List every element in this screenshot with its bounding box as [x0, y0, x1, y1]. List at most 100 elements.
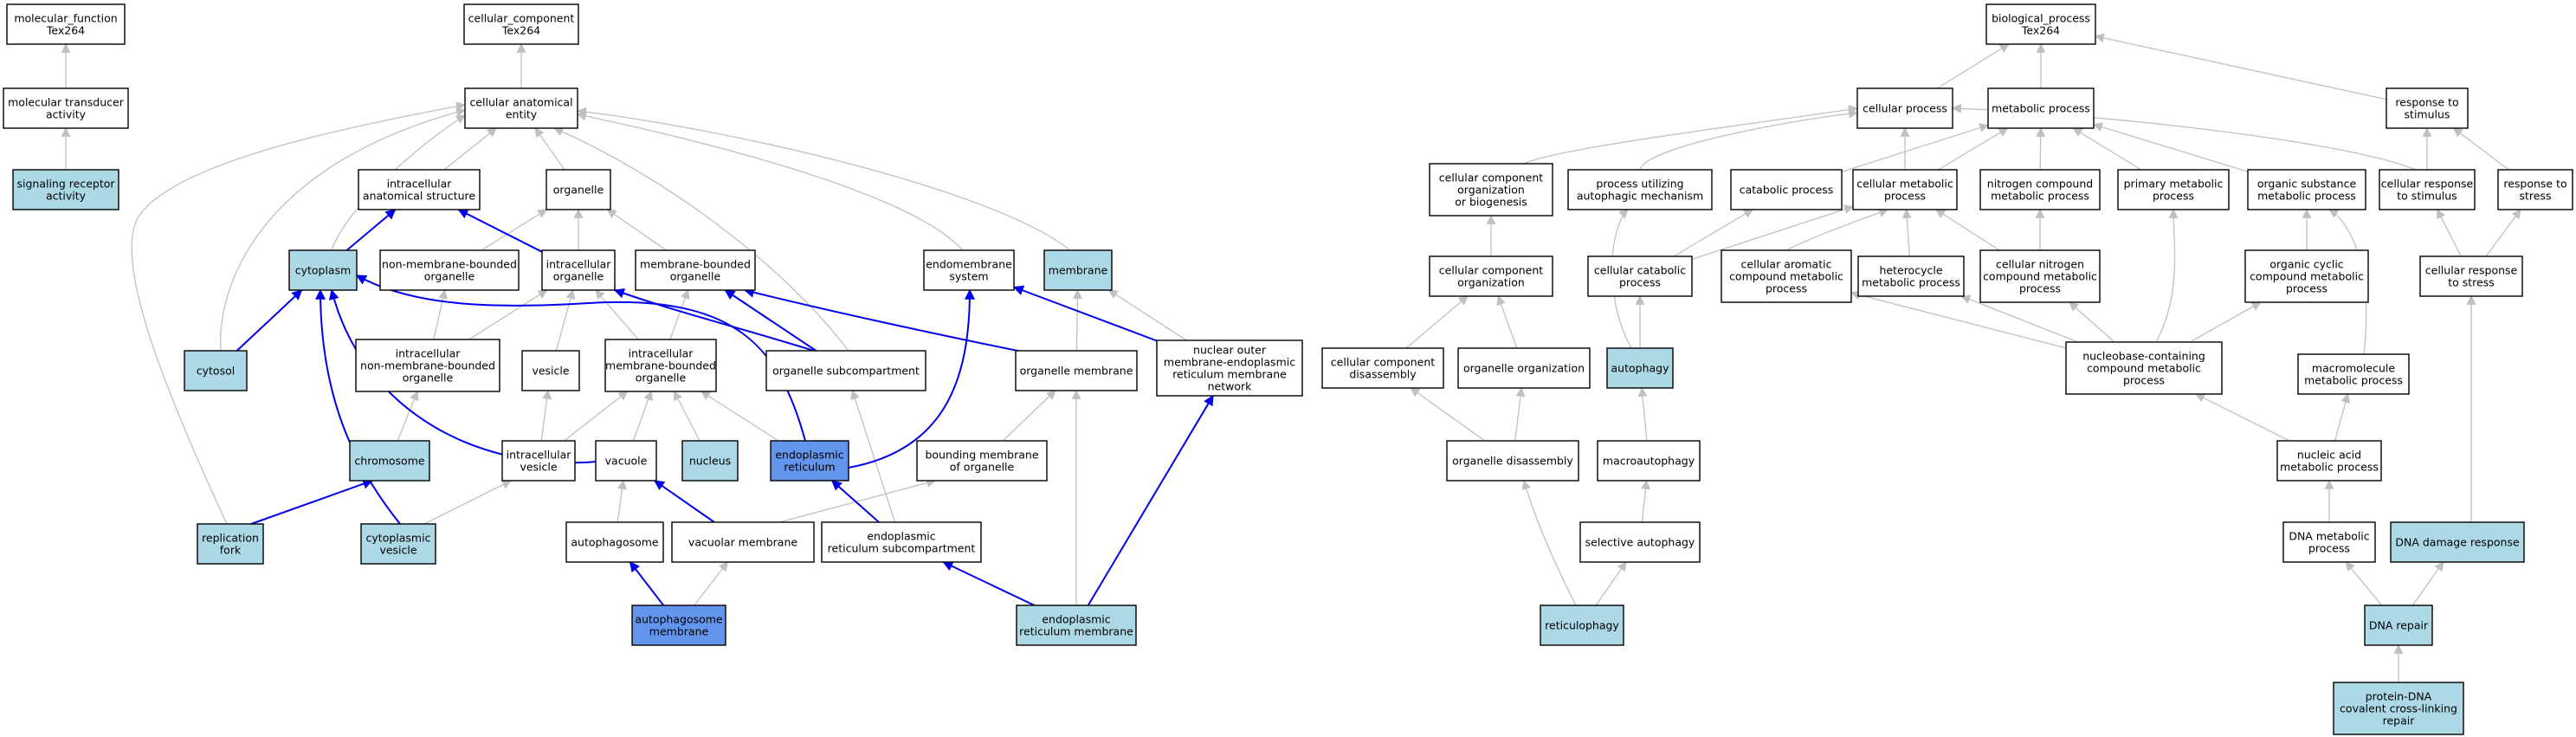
node-box [1857, 255, 1965, 297]
node-org-organization[interactable]: organelle organization [1457, 347, 1591, 389]
node-autophagosome[interactable]: autophagosome [565, 521, 664, 563]
node-cytosol[interactable]: cytosol [184, 350, 248, 391]
node-box [565, 521, 664, 563]
node-label-line: metabolic process [2304, 374, 2403, 387]
node-cytoplasm[interactable]: cytoplasm [288, 249, 358, 291]
node-box [463, 3, 579, 45]
node-label-line: metabolic process [1862, 276, 1960, 289]
node-box [288, 249, 358, 291]
node-selective-autophagy[interactable]: selective autophagy [1579, 521, 1701, 563]
node-label-line: intracellular [507, 449, 572, 462]
node-label-line: biological_process [1992, 12, 2090, 25]
node-org-membrane[interactable]: organelle membrane [1015, 350, 1138, 391]
node-dna-repair[interactable]: DNA repair [2364, 604, 2433, 646]
node-chromosome[interactable]: chromosome [349, 440, 430, 482]
node-org-subcomp[interactable]: organelle subcompartment [765, 350, 926, 391]
node-nucleus[interactable]: nucleus [681, 440, 739, 482]
node-label-line: molecular transducer [8, 96, 125, 109]
node-vesicle[interactable]: vesicle [521, 350, 580, 391]
node-nuc-outer[interactable]: nuclear outermembrane-endoplasmicreticul… [1156, 339, 1303, 397]
node-metab-process[interactable]: metabolic process [1987, 87, 2095, 129]
node-label-line: organelle [670, 270, 721, 283]
node-box [2497, 169, 2573, 210]
node-membrane[interactable]: membrane [1043, 249, 1113, 291]
edge-cyto_vesicle-to-intra_vesicle [423, 480, 512, 525]
node-cell-process[interactable]: cellular process [1856, 87, 1953, 129]
node-label-line: organelle membrane [1020, 365, 1133, 378]
node-label-line: nucleic acid [2297, 449, 2361, 462]
node-org-disassembly[interactable]: organelle disassembly [1446, 440, 1579, 482]
node-label-line: disassembly [1349, 368, 1417, 381]
node-organelle[interactable]: organelle [546, 169, 611, 210]
edge-cyto_vesicle-to-cytoplasm [315, 288, 401, 525]
node-label-line: metabolic process [2257, 190, 2356, 203]
node-dna-damage[interactable]: DNA damage response [2390, 521, 2525, 563]
node-label-line: organelle organization [1463, 362, 1585, 375]
node-box [1721, 249, 1852, 303]
node-box [501, 440, 576, 482]
node-box [1540, 604, 1624, 646]
node-label-line: DNA damage response [2395, 536, 2520, 549]
node-vac-membrane[interactable]: vacuolar membrane [671, 521, 815, 563]
node-autophagy[interactable]: autophagy [1606, 347, 1674, 389]
node-intra-nonmem-org[interactable]: intracellularnon-membrane-boundedorganel… [355, 339, 500, 392]
node-box [464, 87, 578, 129]
edge-intra_vesicle-to-vesicle [540, 389, 552, 442]
edge-nucleobase-to-cell_aromatic [1850, 290, 2067, 349]
edge-intracell_anat-to-anat_entity [443, 127, 497, 171]
edge-dna_repair-to-dna_damage [2411, 561, 2444, 606]
node-label-line: macromolecule [2312, 362, 2395, 375]
node-vacuole[interactable]: vacuole [595, 440, 657, 482]
node-macroautophagy[interactable]: macroautophagy [1597, 440, 1701, 482]
node-label-line: DNA repair [2369, 619, 2429, 632]
node-catabolic[interactable]: catabolic process [1730, 169, 1843, 210]
node-label-line: covalent cross-linking [2340, 702, 2457, 715]
node-box [349, 440, 430, 482]
node-label-line: autophagy [1611, 362, 1670, 375]
node-box [521, 350, 580, 391]
node-reticulophagy[interactable]: reticulophagy [1540, 604, 1624, 646]
